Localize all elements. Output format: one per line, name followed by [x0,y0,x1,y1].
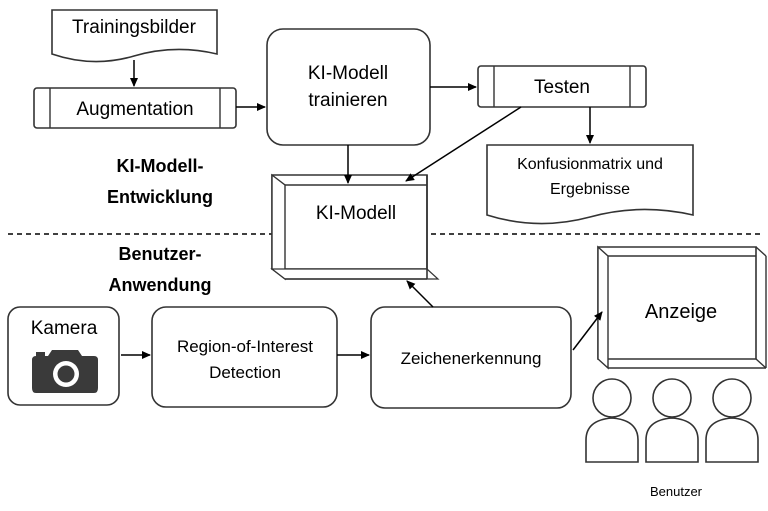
section-anwendung-line1: Benutzer- [118,244,201,264]
edge-zeichenerkennung-anzeige [572,311,603,351]
ki-modell-trainieren-node: KI-Modell trainieren [266,28,431,146]
section-entwicklung-line1: KI-Modell- [117,156,204,176]
konfusionmatrix-node: Konfusionmatrix und Ergebnisse [486,144,694,225]
anzeige-label: Anzeige [645,301,717,323]
benutzer-label: Benutzer [650,484,703,499]
zeichenerkennung-label: Zeichenerkennung [401,349,542,368]
edge-testen-kimodell [405,106,522,182]
trainingsbilder-node: Trainingsbilder [51,9,218,63]
ki-trainieren-line2: trainieren [308,90,387,111]
augmentation-label: Augmentation [76,99,193,120]
konfusionmatrix-line1: Konfusionmatrix und [517,156,663,173]
kamera-node: Kamera [7,306,120,406]
zeichenerkennung-node: Zeichenerkennung [370,306,572,409]
ki-modell-label: KI-Modell [316,203,396,224]
section-entwicklung-line2: Entwicklung [107,187,213,207]
augmentation-node: Augmentation [33,87,237,129]
roi-detection-node: Region-of-Interest Detection [151,306,338,408]
ki-modell-node: KI-Modell [270,173,440,281]
roi-line2: Detection [209,363,281,382]
kamera-label: Kamera [31,318,98,339]
konfusionmatrix-line2: Ergebnisse [550,181,630,198]
testen-label: Testen [534,77,590,98]
ki-trainieren-line1: KI-Modell [308,63,388,84]
section-anwendung-line2: Anwendung [109,275,212,295]
camera-icon [32,350,98,393]
edge-zeichenerkennung-kimodell [406,280,434,308]
trainingsbilder-label: Trainingsbilder [72,17,197,38]
anzeige-node: Anzeige [597,245,767,370]
testen-node: Testen [477,65,647,108]
roi-line1: Region-of-Interest [177,337,313,356]
users-icon [585,378,759,463]
